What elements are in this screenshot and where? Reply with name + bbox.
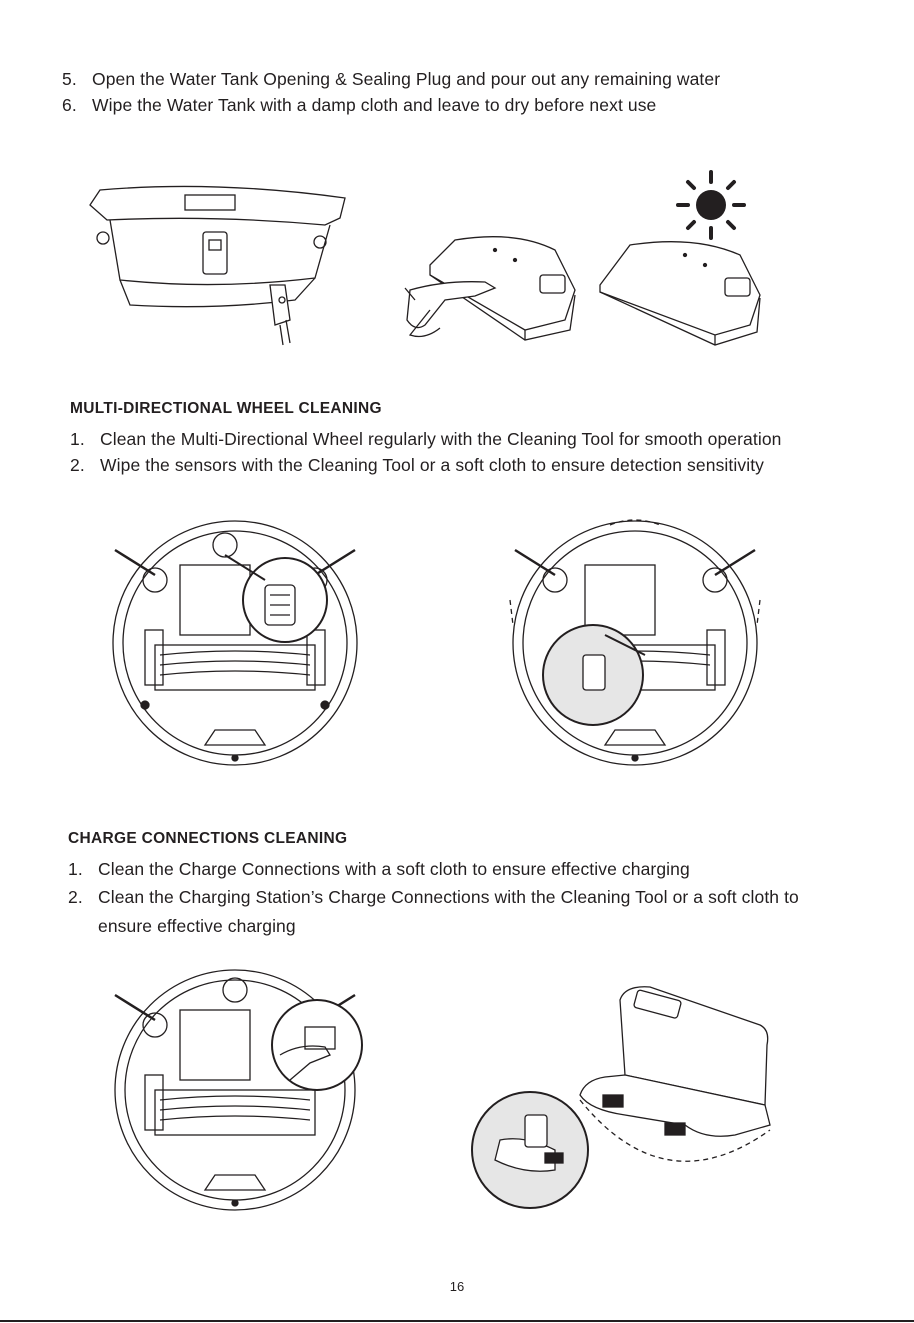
drying-water-tank-drawing: [599, 241, 761, 346]
water-tank-step-5: 5.Open the Water Tank Opening & Sealing …: [62, 69, 721, 89]
charge-step-2: 2.Clean the Charging Station’s Charge Co…: [68, 887, 799, 907]
wheel-cleaning-heading: MULTI-DIRECTIONAL WHEEL CLEANING: [70, 400, 382, 417]
charging-station-drawing: [471, 986, 771, 1209]
charge-step-1: 1.Clean the Charge Connections with a so…: [68, 859, 690, 879]
page-number: 16: [449, 1279, 465, 1294]
bottom-rule: [0, 1320, 914, 1322]
charge-step-2-continued: ensure effective charging: [98, 916, 296, 936]
charge-cleaning-heading: CHARGE CONNECTIONS CLEANING: [68, 830, 348, 847]
wheel-step-2: 2.Wipe the sensors with the Cleaning Too…: [70, 455, 765, 475]
charge-cleaning-illustration: [105, 965, 785, 1215]
water-tank-illustration: [85, 160, 785, 360]
robot-underside-wheel-drawing: [112, 520, 358, 766]
wiping-water-tank-drawing: [404, 236, 576, 341]
water-tank-step-6: 6.Wipe the Water Tank with a damp cloth …: [62, 95, 657, 115]
open-water-tank-drawing: [89, 185, 346, 346]
wheel-cleaning-illustration: [105, 515, 785, 775]
wheel-step-1: 1.Clean the Multi-Directional Wheel regu…: [70, 429, 782, 449]
robot-underside-sensor-drawing: [509, 519, 761, 766]
sun-icon: [676, 170, 746, 240]
robot-charge-contacts-drawing: [114, 969, 363, 1211]
